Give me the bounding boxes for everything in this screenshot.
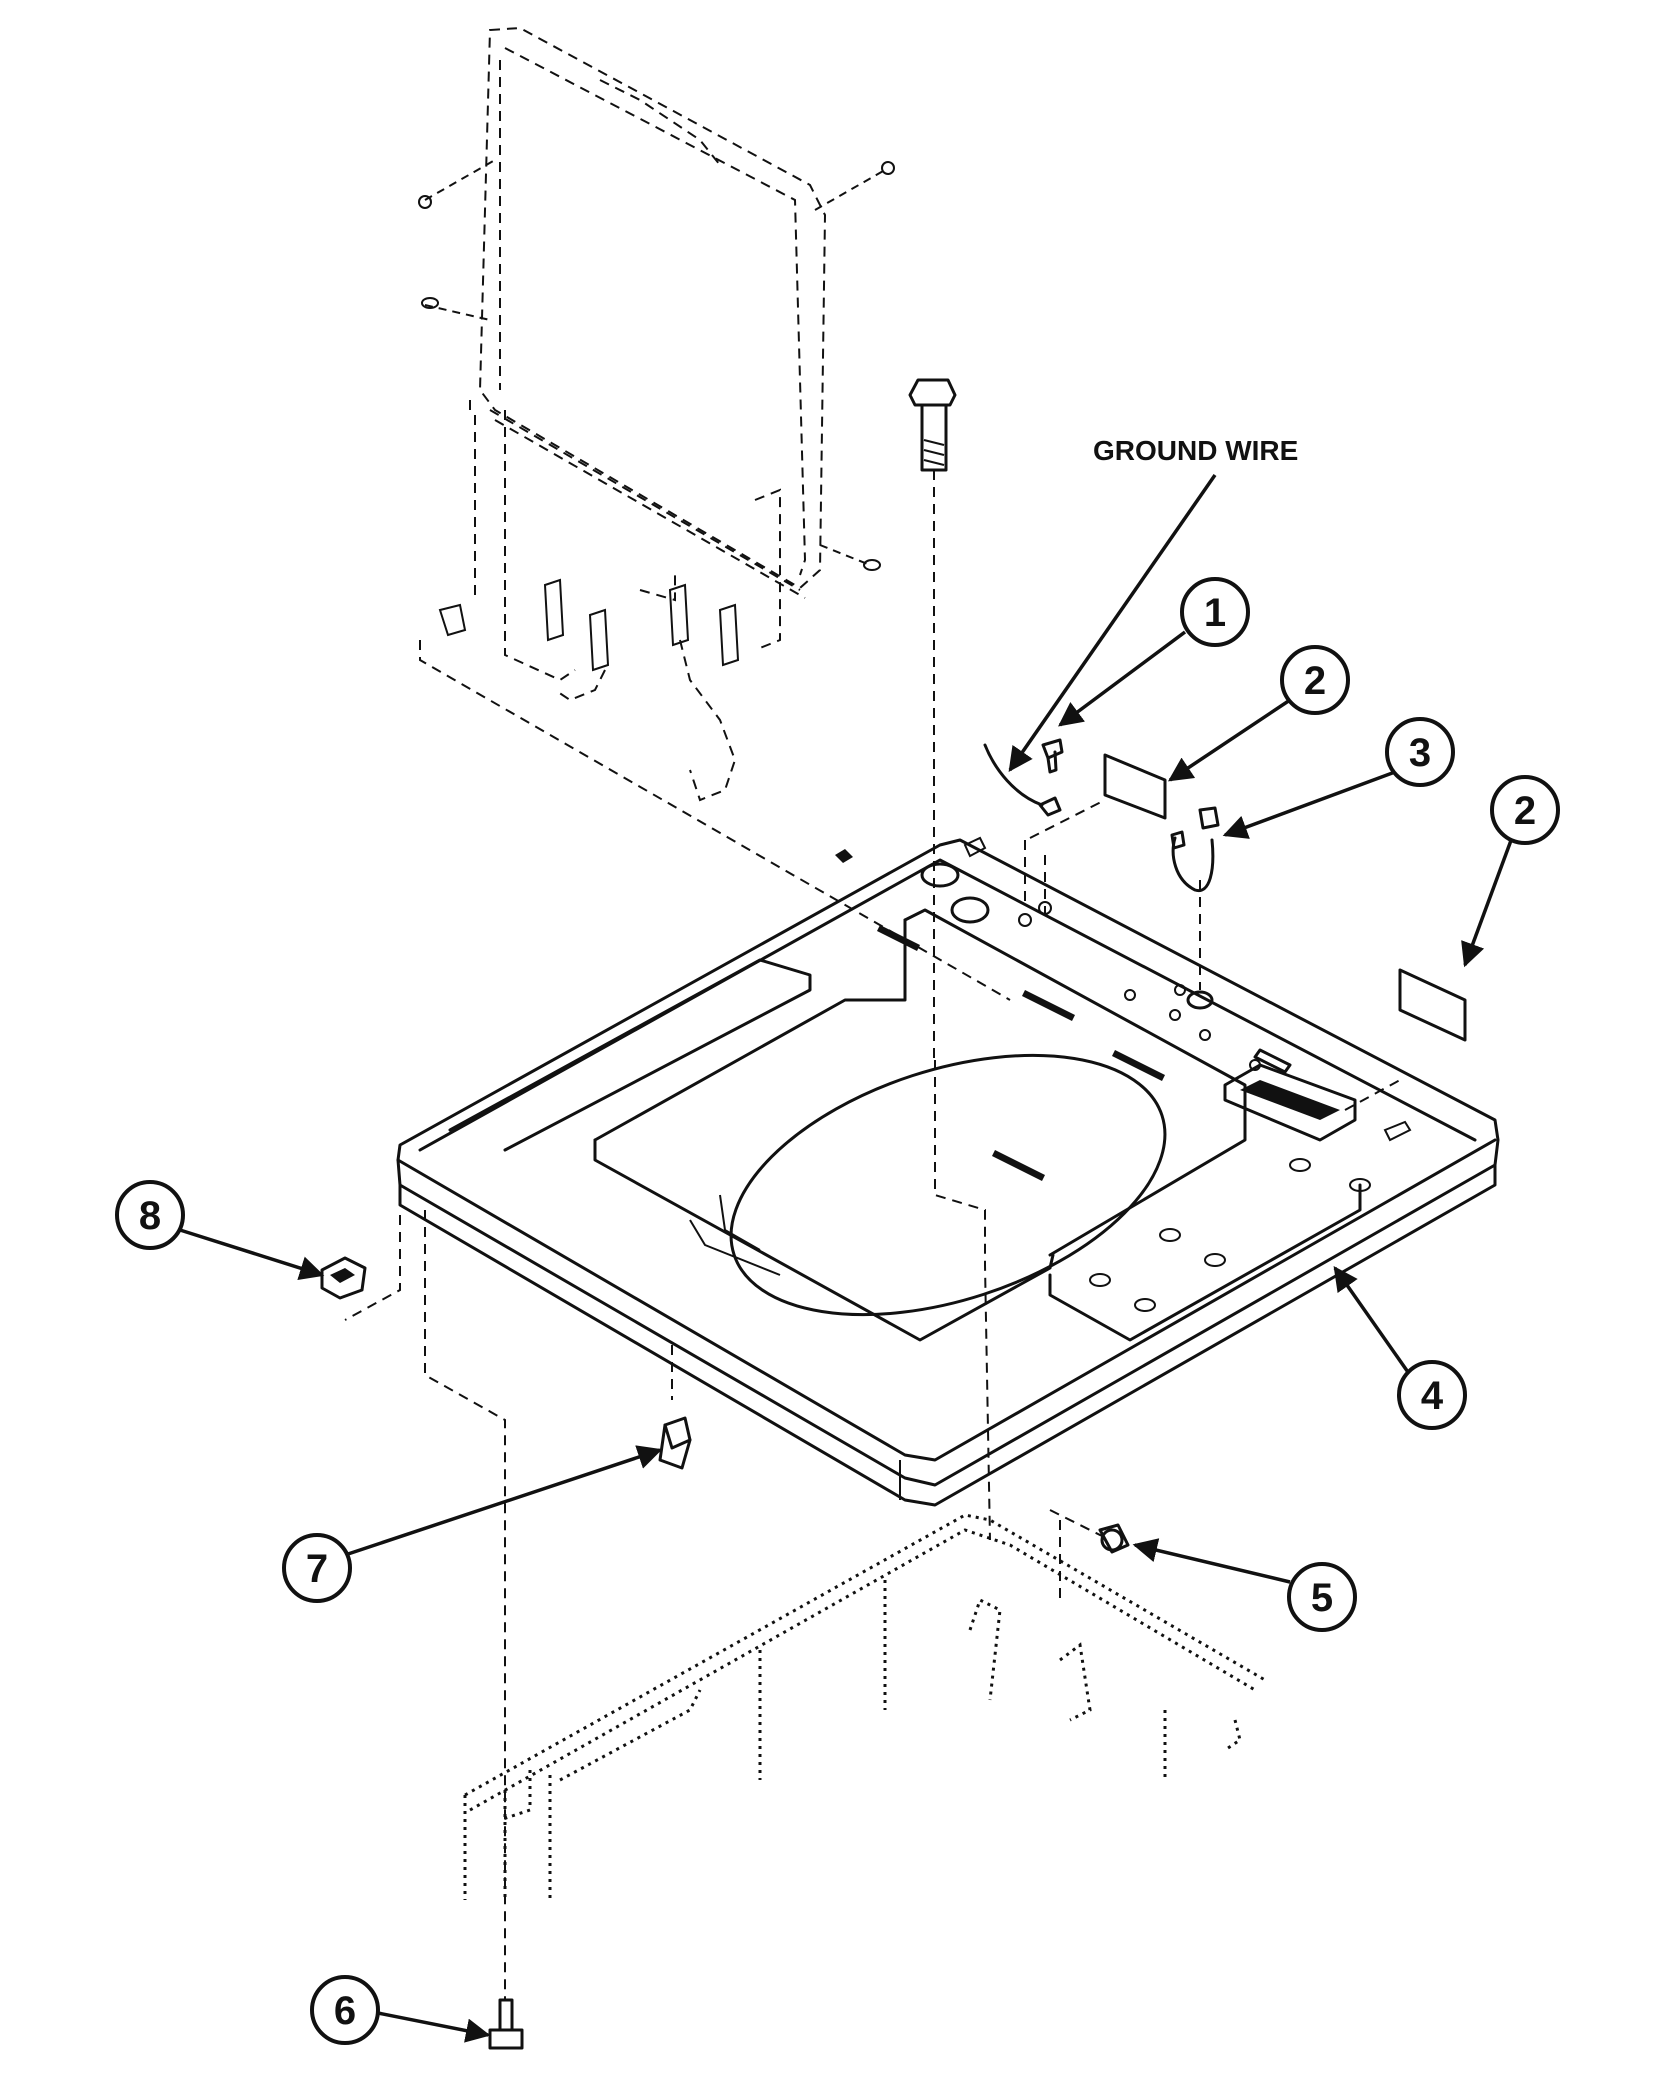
ground-wire-lead	[983, 743, 1044, 807]
harness-connector	[1170, 806, 1220, 893]
screw-part	[488, 1998, 524, 2050]
ground-wire-label: GROUND WIRE	[1093, 435, 1298, 466]
callout-5: 5	[1132, 1538, 1357, 1632]
callout-6-number: 6	[334, 1989, 356, 2033]
cabinet-frame	[463, 1513, 1266, 1900]
callout-8-number: 8	[139, 1194, 161, 1238]
callout-7-number: 7	[306, 1547, 328, 1591]
label-plate-right	[1398, 968, 1467, 1042]
clip-part	[320, 1256, 367, 1300]
top-panel	[396, 836, 1500, 1507]
assembly-guidelines	[344, 799, 1401, 2000]
callout-2-upper-number: 2	[1304, 659, 1326, 703]
callout-2-right-number: 2	[1514, 789, 1536, 833]
long-bolt	[908, 378, 957, 1060]
label-plate-upper	[1103, 753, 1167, 820]
callout-6: 6	[310, 1975, 491, 2045]
nut-part	[1098, 1523, 1130, 1554]
lid-assembly	[418, 26, 1011, 1001]
callout-3: 3	[1222, 717, 1455, 839]
callout-7: 7	[282, 1445, 663, 1603]
callout-4-number: 4	[1421, 1374, 1444, 1418]
callout-1: 1	[1058, 577, 1250, 727]
hinge-bracket-small	[835, 849, 853, 863]
callout-5-number: 5	[1311, 1576, 1333, 1620]
ground-wire-leader	[1008, 474, 1217, 773]
callout-3-number: 3	[1409, 731, 1431, 775]
callout-1-number: 1	[1204, 591, 1226, 635]
plug-part	[658, 1416, 692, 1470]
callout-4: 4	[1333, 1265, 1467, 1430]
callout-2-upper: 2	[1167, 645, 1350, 782]
ground-screw	[1038, 738, 1064, 817]
callout-8: 8	[115, 1180, 325, 1281]
callout-2-right: 2	[1461, 775, 1560, 968]
